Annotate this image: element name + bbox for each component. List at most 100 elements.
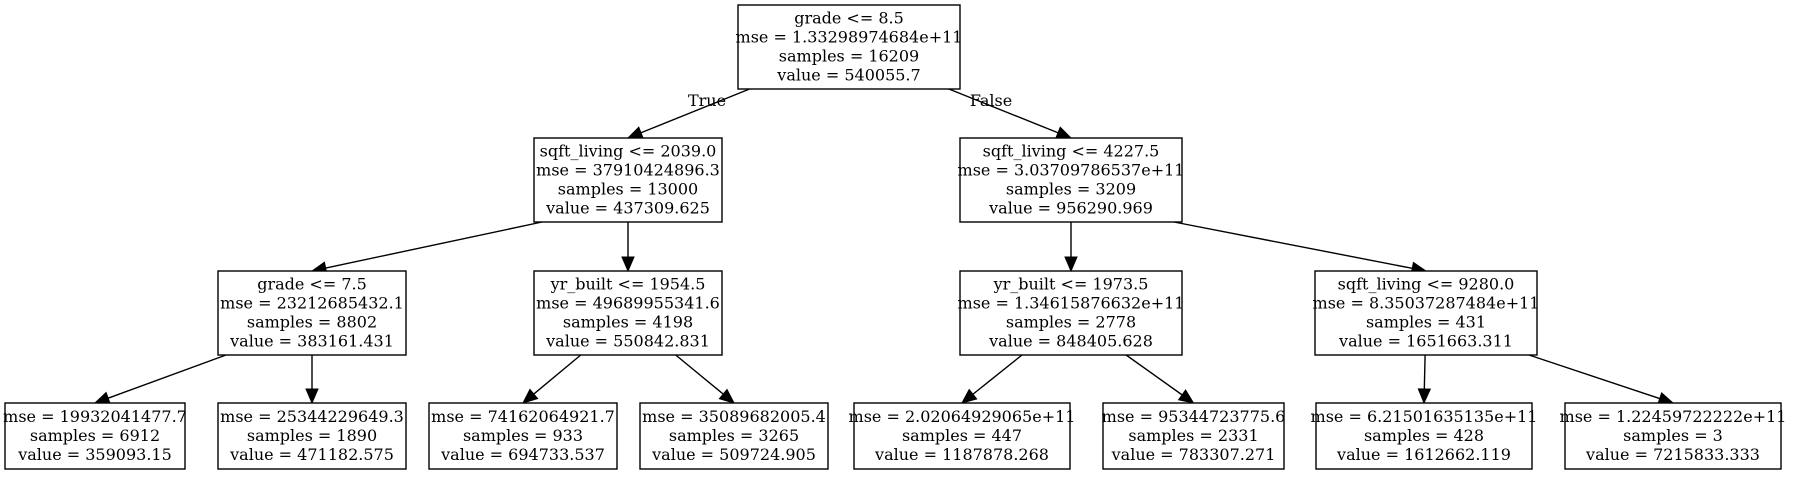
node-line: samples = 431 bbox=[1366, 313, 1486, 332]
node-line: mse = 74162064921.7 bbox=[431, 407, 615, 426]
node-line: mse = 49689955341.6 bbox=[536, 294, 720, 313]
node-line: value = 1612662.119 bbox=[1336, 445, 1511, 464]
edge-line bbox=[1173, 221, 1413, 270]
node-box bbox=[1102, 402, 1285, 470]
tree-edge-n0-n1: True bbox=[626, 88, 750, 139]
edge-line bbox=[325, 221, 543, 269]
node-line: mse = 1.33298974684e+11 bbox=[736, 28, 963, 47]
arrowhead bbox=[1055, 126, 1073, 139]
edge-line bbox=[1125, 354, 1183, 396]
node-line: mse = 6.21501635135e+11 bbox=[1311, 407, 1538, 426]
node-line: value = 359093.15 bbox=[17, 445, 172, 464]
node-line: mse = 3.03709786537e+11 bbox=[958, 161, 1185, 180]
edge-line bbox=[107, 354, 227, 399]
node-box bbox=[217, 402, 407, 470]
edge-line bbox=[1528, 354, 1660, 400]
node-line: samples = 428 bbox=[1364, 426, 1484, 445]
arrowhead bbox=[93, 391, 111, 405]
arrowhead bbox=[961, 388, 978, 404]
edge-line bbox=[533, 354, 582, 395]
tree-edge-n5-n12 bbox=[1125, 354, 1195, 404]
node-line: samples = 3209 bbox=[1006, 180, 1136, 199]
tree-edge-n4-n10 bbox=[675, 354, 735, 404]
tree-edge-n1-n3 bbox=[310, 221, 543, 275]
node-box bbox=[639, 402, 829, 470]
edge-line bbox=[948, 88, 1059, 134]
edge-line bbox=[972, 354, 1023, 395]
node-line: value = 550842.831 bbox=[545, 332, 710, 351]
node-line: samples = 2331 bbox=[1128, 426, 1258, 445]
tree-edge-n2-n6 bbox=[1173, 221, 1428, 275]
node-box bbox=[1315, 402, 1533, 470]
tree-edge-n2-n5 bbox=[1064, 222, 1078, 273]
node-box bbox=[959, 137, 1183, 223]
node-line: samples = 4198 bbox=[563, 313, 693, 332]
node-box bbox=[533, 137, 723, 223]
node-line: sqft_living <= 2039.0 bbox=[540, 142, 717, 161]
node-line: samples = 16209 bbox=[779, 47, 919, 66]
node-line: value = 694733.537 bbox=[440, 445, 605, 464]
arrowhead bbox=[522, 388, 539, 404]
node-line: mse = 25344229649.3 bbox=[220, 407, 404, 426]
tree-edge-n6-n13 bbox=[1417, 354, 1432, 405]
edge-label-true: True bbox=[688, 91, 726, 110]
node-line: value = 1651663.311 bbox=[1338, 332, 1513, 351]
arrowhead bbox=[621, 256, 635, 273]
node-line: value = 848405.628 bbox=[988, 332, 1153, 351]
node-line: mse = 95344723775.6 bbox=[1102, 407, 1286, 426]
node-line: value = 1187878.268 bbox=[874, 445, 1049, 464]
node-line: value = 383161.431 bbox=[229, 332, 394, 351]
node-line: sqft_living <= 9280.0 bbox=[1338, 275, 1515, 294]
node-line: value = 509724.905 bbox=[651, 445, 816, 464]
node-line: mse = 37910424896.3 bbox=[536, 161, 720, 180]
node-line: value = 7215833.333 bbox=[1585, 445, 1760, 464]
node-box bbox=[853, 402, 1071, 470]
tree-edge-n0-n2: False bbox=[948, 88, 1073, 139]
node-box bbox=[428, 402, 618, 470]
node-box bbox=[1314, 270, 1538, 356]
node-line: mse = 1.22459722222e+11 bbox=[1560, 407, 1787, 426]
edge-line bbox=[1423, 354, 1426, 390]
tree-edge-n4-n9 bbox=[522, 354, 582, 404]
node-line: sqft_living <= 4227.5 bbox=[983, 142, 1160, 161]
node-line: samples = 13000 bbox=[558, 180, 698, 199]
node-line: mse = 8.35037287484e+11 bbox=[1313, 294, 1540, 313]
node-line: yr_built <= 1973.5 bbox=[993, 275, 1149, 294]
node-line: samples = 6912 bbox=[30, 426, 160, 445]
edge-label-false: False bbox=[970, 91, 1012, 110]
arrowhead bbox=[626, 126, 644, 139]
arrowhead bbox=[305, 388, 319, 405]
edges-layer: True False bbox=[93, 88, 1675, 405]
node-line: samples = 3 bbox=[1623, 426, 1723, 445]
node-box bbox=[4, 402, 186, 470]
tree-edge-n1-n4 bbox=[621, 222, 635, 273]
edge-line bbox=[640, 88, 750, 134]
node-line: samples = 3265 bbox=[669, 426, 799, 445]
node-line: value = 437309.625 bbox=[545, 199, 710, 218]
node-line: mse = 1.34615876632e+11 bbox=[958, 294, 1185, 313]
arrowhead bbox=[1417, 388, 1432, 405]
arrowhead bbox=[718, 388, 735, 404]
node-box bbox=[533, 270, 723, 356]
edge-line bbox=[675, 354, 724, 395]
node-line: mse = 2.02064929065e+11 bbox=[849, 407, 1076, 426]
node-line: value = 783307.271 bbox=[1111, 445, 1276, 464]
node-line: value = 471182.575 bbox=[229, 445, 394, 464]
tree-edge-n3-n8 bbox=[305, 355, 319, 405]
node-box bbox=[217, 270, 407, 356]
node-line: samples = 1890 bbox=[247, 426, 377, 445]
